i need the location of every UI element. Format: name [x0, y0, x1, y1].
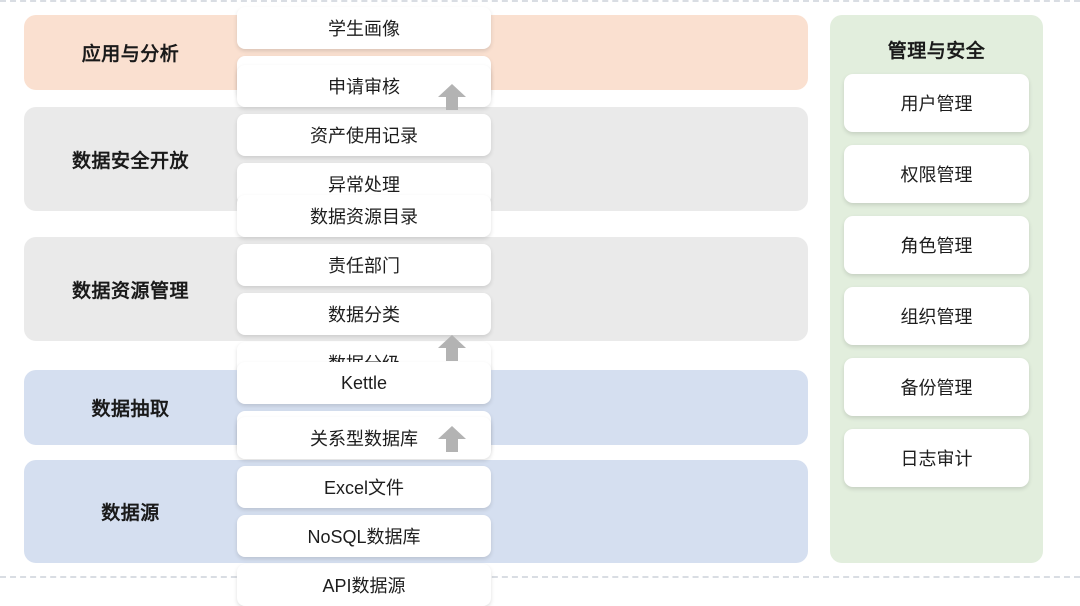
management-panel-list: 用户管理 权限管理 角色管理 组织管理 备份管理 日志审计 [840, 74, 1033, 487]
layer-title-extraction: 数据抽取 [91, 399, 170, 420]
card-asset-usage-record[interactable]: 资产使用记录 [237, 113, 491, 156]
layer-title-application: 应用与分析 [81, 44, 180, 65]
arrow-up-icon-extraction-to-resource [437, 335, 467, 361]
panel-item-user-management[interactable]: 用户管理 [844, 74, 1029, 132]
card-responsible-department[interactable]: 责任部门 [237, 243, 491, 286]
card-api-datasource[interactable]: API数据源 [237, 564, 491, 606]
card-kettle[interactable]: Kettle [237, 362, 491, 404]
card-excel-file[interactable]: Excel文件 [237, 466, 491, 508]
panel-item-permission-management[interactable]: 权限管理 [844, 145, 1029, 203]
panel-item-role-management[interactable]: 角色管理 [844, 216, 1029, 274]
layer-title-secure-open: 数据安全开放 [71, 150, 189, 172]
layer-title-resource-management: 数据资源管理 [71, 280, 189, 302]
layer-cards-resource-management: 数据资源目录 责任部门 数据分类 数据分级 [237, 194, 808, 384]
layer-row-resource-management[interactable]: 数据资源管理 数据资源目录 责任部门 数据分类 数据分级 [24, 194, 808, 384]
panel-item-backup-management[interactable]: 备份管理 [844, 358, 1029, 416]
layer-title-source: 数据源 [101, 503, 160, 524]
management-security-panel: 管理与安全 用户管理 权限管理 角色管理 组织管理 备份管理 日志审计 [830, 15, 1043, 563]
panel-item-log-audit[interactable]: 日志审计 [844, 429, 1029, 487]
panel-item-organization-management[interactable]: 组织管理 [844, 287, 1029, 345]
card-student-profile[interactable]: 学生画像 [237, 7, 491, 49]
card-data-resource-catalog[interactable]: 数据资源目录 [237, 194, 491, 237]
arrow-up-icon-secure-to-application [437, 84, 467, 110]
card-data-classification[interactable]: 数据分类 [237, 292, 491, 335]
layer-row-source[interactable]: 数据源 关系型数据库 Excel文件 NoSQL数据库 API数据源 [24, 417, 808, 606]
arrow-up-icon-source-to-extraction [437, 426, 467, 452]
card-nosql-database[interactable]: NoSQL数据库 [237, 515, 491, 557]
layer-stack: 应用与分析 学生画像 图表自定义 数据安全开放 申请审核 资产使用记录 异常处理… [24, 7, 808, 606]
management-panel-title: 管理与安全 [887, 41, 986, 62]
